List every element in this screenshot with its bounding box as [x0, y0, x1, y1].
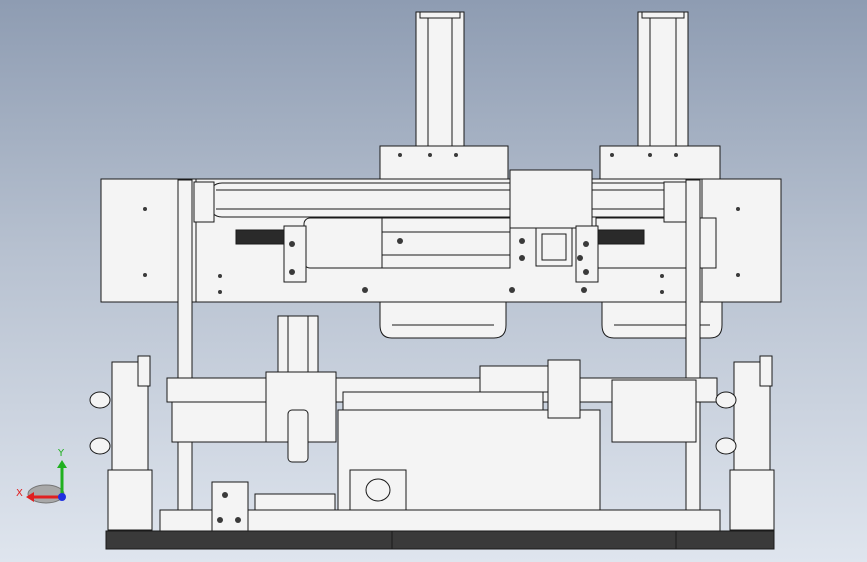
left-guide-rod [177, 179, 193, 517]
y-axis-label: Y [57, 448, 65, 459]
left-upper-cylinder [415, 11, 465, 148]
left-spring [235, 229, 287, 245]
rod-carriage [509, 169, 593, 229]
z-axis-dot [58, 493, 66, 501]
right-side-cylinder [715, 355, 775, 531]
bolt-holes [143, 153, 740, 523]
center-right-cylinder [547, 359, 581, 419]
coordinate-triad: X Y [16, 448, 67, 504]
left-spring-bracket [283, 225, 307, 283]
left-slide-plate [381, 217, 511, 269]
right-spring [595, 229, 645, 245]
x-axis-label: X [16, 488, 23, 499]
left-side-cylinder [89, 355, 153, 531]
right-mid-block [611, 379, 697, 443]
bottom-left-bracket [211, 481, 249, 533]
horizontal-rod-cylinder [193, 169, 691, 229]
left-mid-block [171, 401, 273, 443]
right-guide-rod [685, 179, 701, 517]
right-upper-cylinder [637, 11, 689, 148]
base-plate [105, 530, 775, 550]
right-spring-bracket [575, 225, 599, 283]
small-vertical-cylinder [265, 315, 337, 463]
left-cylinder-mount [379, 145, 509, 182]
right-lower-housing [601, 299, 723, 339]
left-lower-housing [379, 299, 507, 339]
right-cylinder-mount [599, 145, 721, 182]
